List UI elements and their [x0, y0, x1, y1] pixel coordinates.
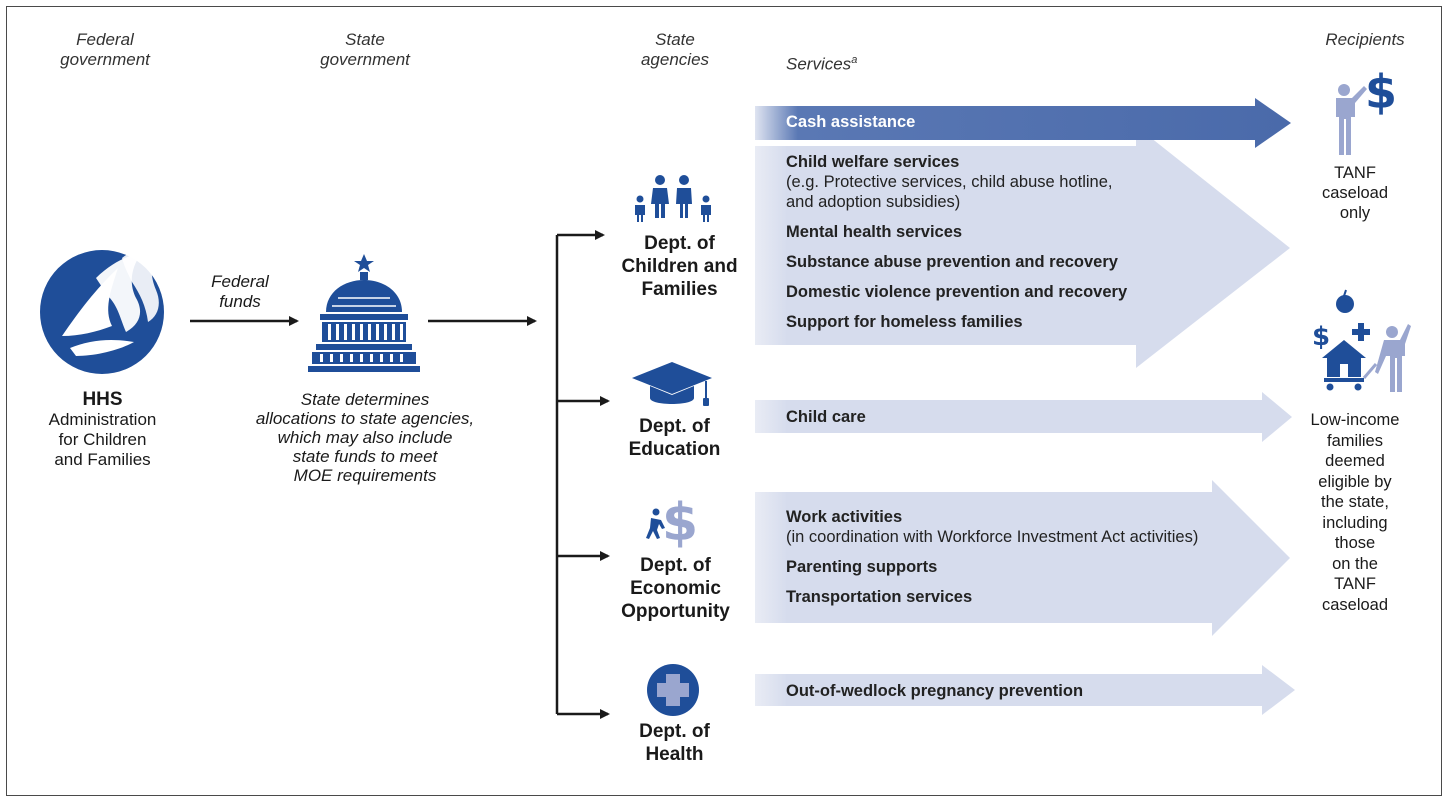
header-recipients: Recipients: [1325, 30, 1405, 49]
family-icon: [635, 175, 711, 222]
recipient-low-income-families: Low-income families deemed eligible by t…: [1310, 411, 1400, 614]
service-child-welfare-note-1: (e.g. Protective services, child abuse h…: [786, 173, 1113, 191]
svg-text:$: $: [662, 493, 698, 553]
service-pregnancy-prevention: Out-of-wedlock pregnancy prevention: [786, 682, 1084, 700]
service-child-welfare-note-2: and adoption subsidies): [786, 193, 961, 211]
cash-assistance-arrow: [755, 98, 1291, 148]
service-substance-abuse: Substance abuse prevention and recovery: [786, 253, 1118, 271]
dept-economic-opportunity: Dept. of Economic Opportunity: [621, 555, 730, 622]
state-allocation-note: State determines allocations to state ag…: [255, 390, 475, 485]
svg-text:$: $: [1365, 65, 1397, 119]
header-services: Servicesa: [786, 54, 858, 74]
capitol-icon: [308, 254, 420, 372]
svg-text:$: $: [1312, 322, 1330, 352]
dept-children-and-families: Dept. of Children and Families: [621, 233, 738, 300]
economic-services-arrow: [755, 480, 1290, 636]
service-cash-assistance: Cash assistance: [786, 113, 916, 131]
hhs-label: HHS Administration for Children and Fami…: [48, 389, 157, 470]
child-care-arrow: [755, 392, 1292, 442]
service-child-welfare: Child welfare services: [786, 153, 960, 171]
tanf-recipient-icon: $: [1336, 65, 1397, 155]
service-work-activities: Work activities: [786, 508, 903, 526]
person-pushing-dollar-icon: $: [646, 493, 698, 553]
graduation-cap-icon: [632, 362, 712, 406]
dcf-services-arrow: [755, 126, 1290, 368]
service-child-care: Child care: [786, 408, 866, 426]
service-domestic-violence: Domestic violence prevention and recover…: [786, 283, 1128, 301]
low-income-families-icon: $: [1312, 289, 1411, 392]
deo-services-list: Work activities (in coordination with Wo…: [786, 507, 1256, 607]
service-mental-health: Mental health services: [786, 223, 963, 241]
dept-health: Dept. of Health: [639, 721, 710, 765]
dept-education: Dept. of Education: [628, 416, 721, 460]
recipient-tanf-caseload: TANF caseload only: [1321, 164, 1389, 222]
pregnancy-prevention-arrow: [755, 665, 1295, 715]
service-transportation: Transportation services: [786, 588, 973, 606]
hhs-seal-icon: [40, 248, 164, 374]
dcf-services-list: Child welfare services (e.g. Protective …: [786, 152, 1146, 332]
service-work-note: (in coordination with Workforce Investme…: [786, 528, 1199, 546]
agency-bracket: [555, 230, 610, 719]
service-homeless-support: Support for homeless families: [786, 313, 1023, 331]
health-cross-icon: [647, 664, 699, 716]
service-parenting-supports: Parenting supports: [786, 558, 938, 576]
